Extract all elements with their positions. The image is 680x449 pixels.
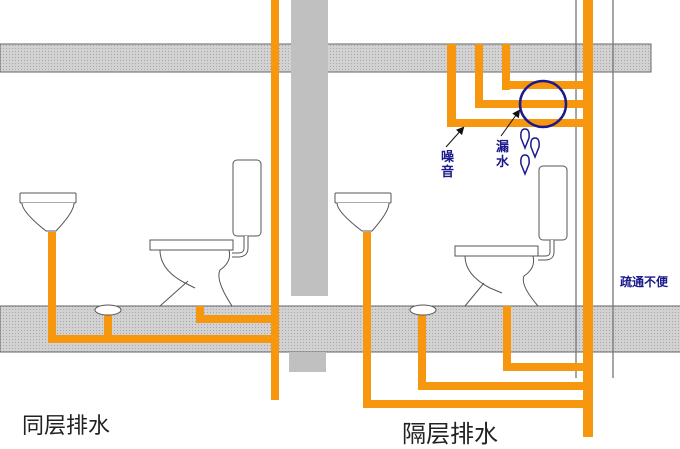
right-floor-drain (409, 304, 437, 316)
structural-column (291, 0, 328, 296)
right-toilet (454, 165, 568, 307)
leak-label: 漏水 (496, 140, 510, 170)
separate-floor-drainage-title: 隔层排水 (402, 420, 498, 448)
left-toilet (149, 159, 262, 307)
leak-highlight-circle (518, 79, 568, 129)
hard-to-clear-label: 疏通不便 (620, 275, 669, 289)
same-floor-drainage-title: 同层排水 (22, 414, 111, 439)
left-washbasin (19, 192, 77, 232)
leak-arrow (500, 109, 521, 137)
left-floor-drain (94, 304, 122, 316)
right-drain-pipes (363, 0, 593, 437)
noise-label: 噪音 (441, 150, 455, 180)
water-drop-icons (520, 128, 540, 177)
column-base (289, 352, 326, 372)
noise-arrow (445, 126, 465, 148)
right-washbasin (334, 192, 392, 232)
left-drain-pipes (48, 0, 279, 400)
